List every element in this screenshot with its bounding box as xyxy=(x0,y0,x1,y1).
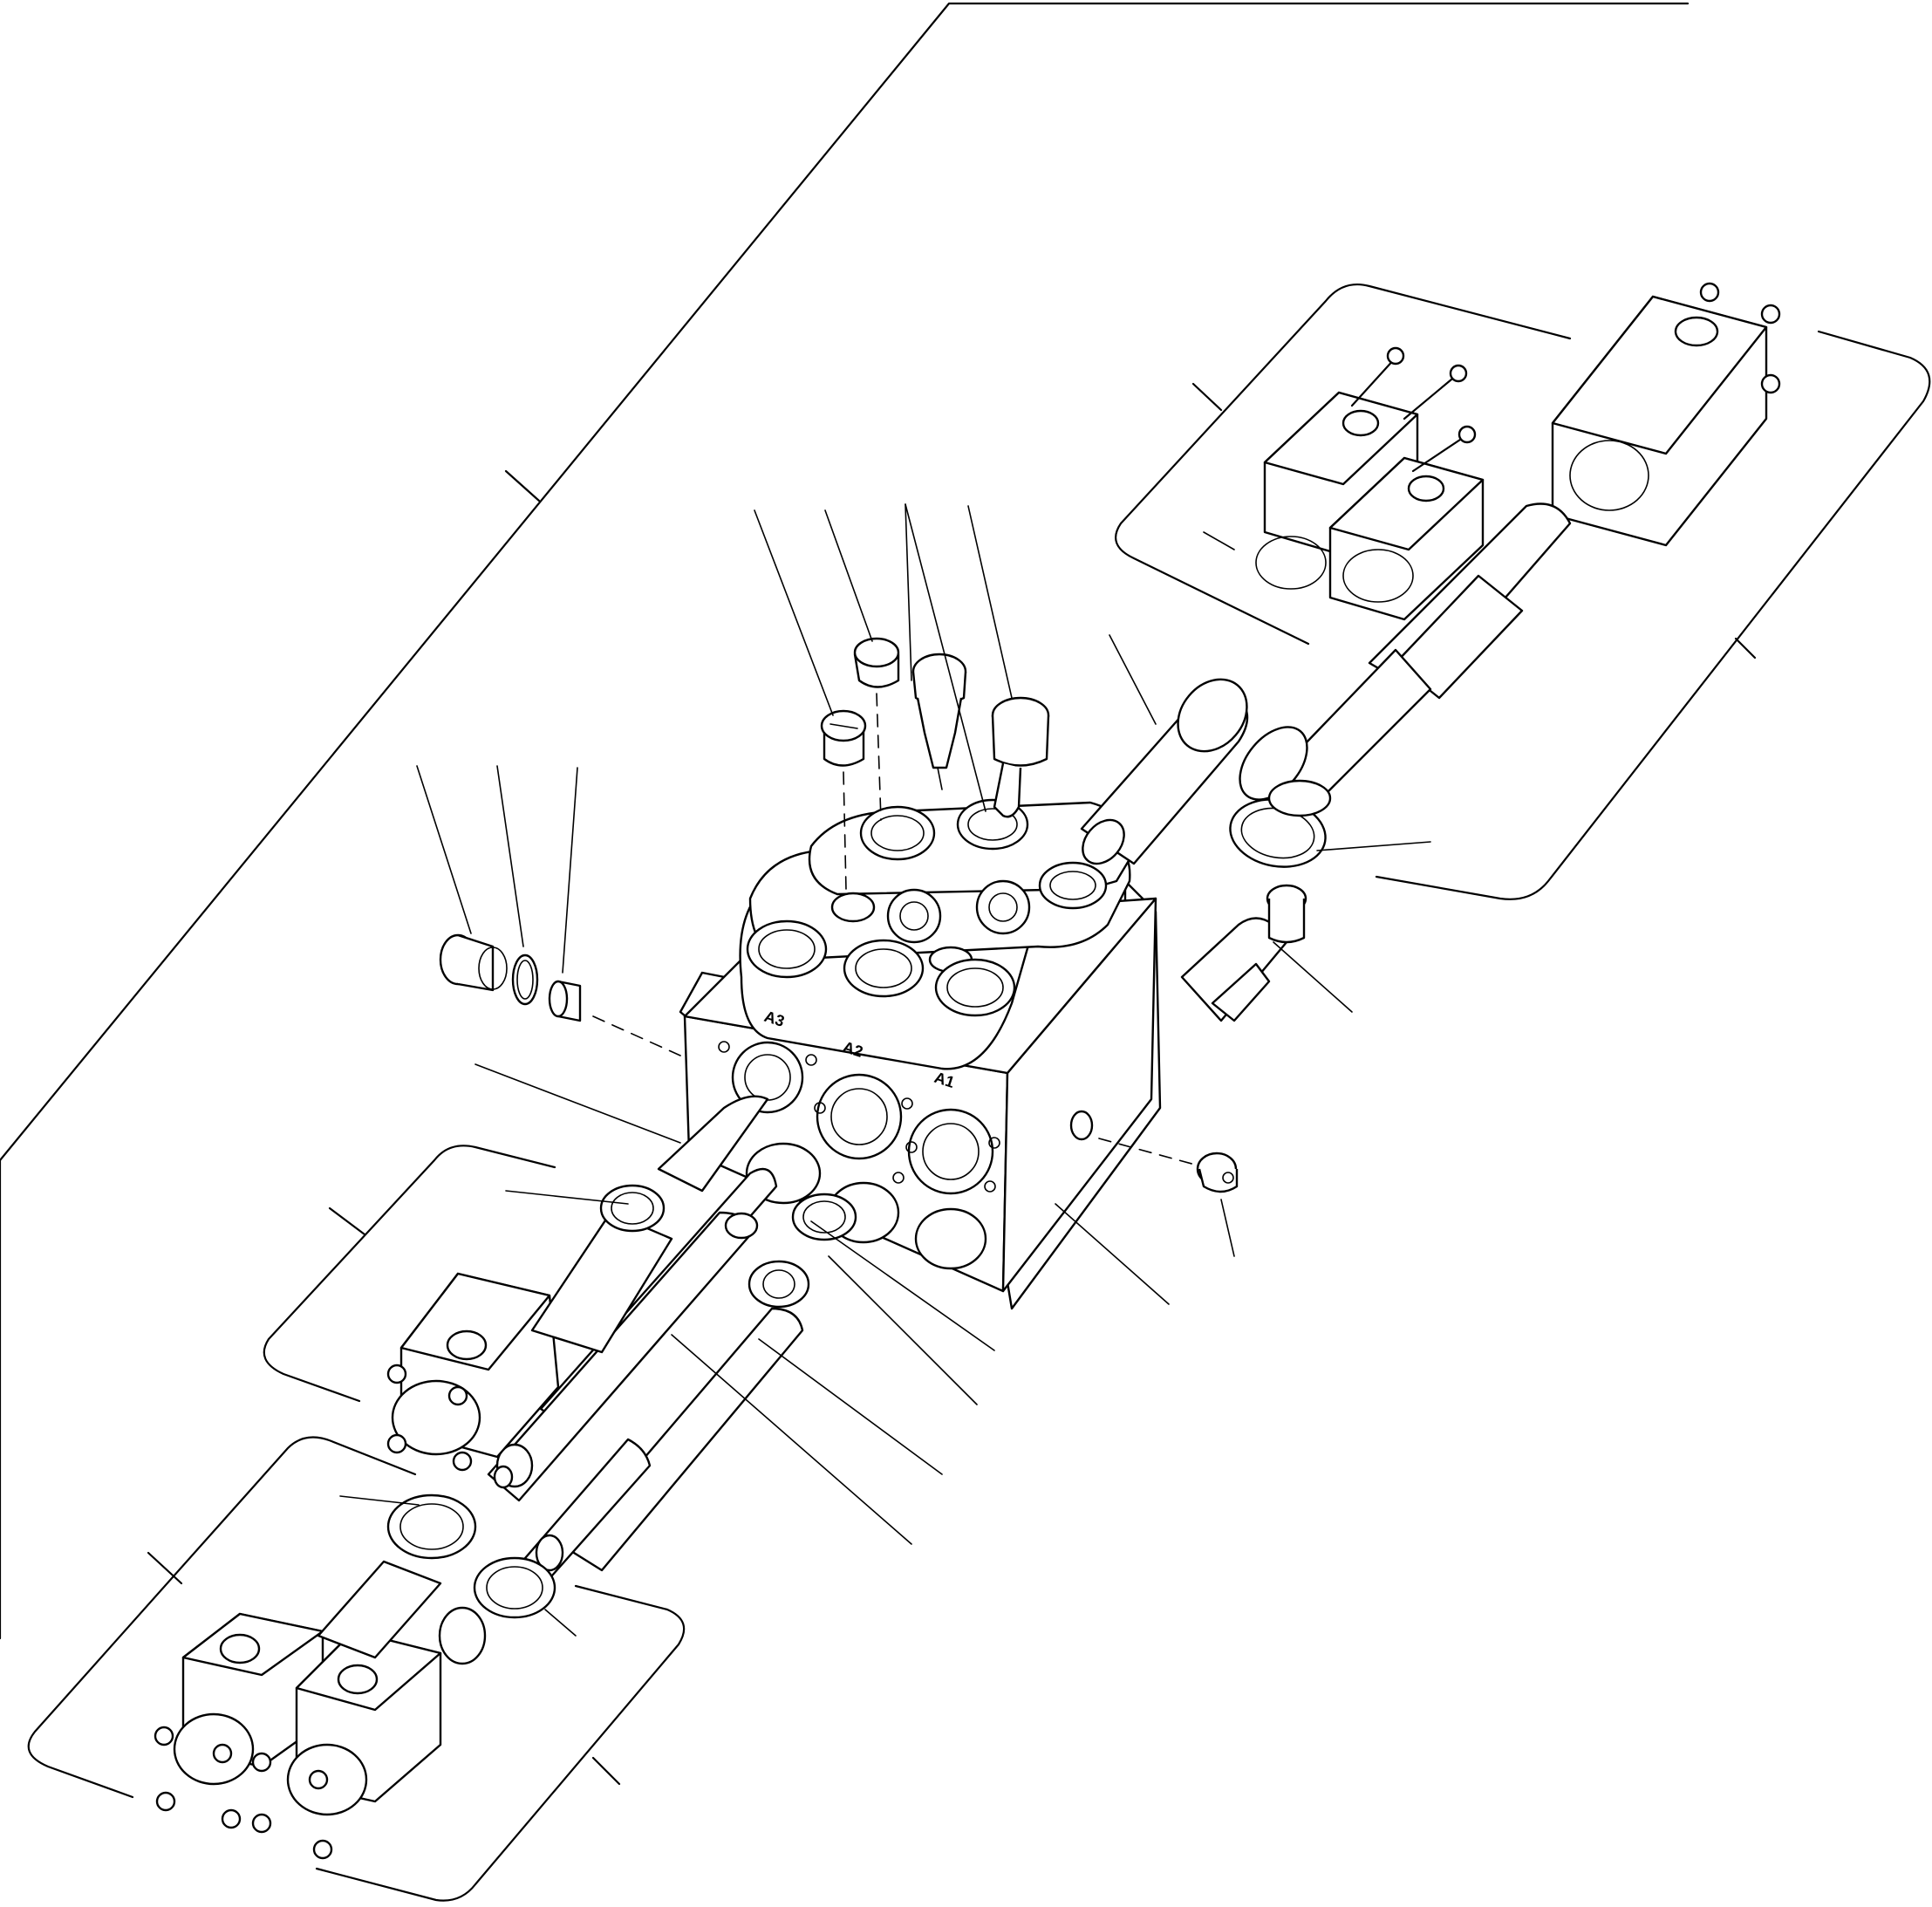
leader-lines-top xyxy=(754,503,1013,812)
left-middle-cap xyxy=(386,1184,673,1472)
left-plug-set xyxy=(416,765,681,1056)
right-spool xyxy=(1229,502,1572,868)
center-spools xyxy=(487,1095,857,1585)
top-valve-right xyxy=(991,696,1050,818)
side-plug xyxy=(1098,1138,1239,1257)
relief-cartridge xyxy=(911,653,967,790)
left-middle-group-bracket xyxy=(263,1145,556,1403)
lower-right-group-bracket xyxy=(315,1584,686,1902)
right-check-valve xyxy=(1180,884,1353,1022)
right-group-bracket xyxy=(1375,330,1931,900)
right-relief-valve xyxy=(1080,634,1249,865)
leader-lines xyxy=(339,531,1235,1637)
top-plug-middle xyxy=(853,637,900,821)
lower-left-caps xyxy=(154,1493,556,1860)
upper-right-group-bracket xyxy=(1115,283,1572,646)
top-plug-left xyxy=(820,709,867,891)
main-assembly-bracket xyxy=(0,2,1690,1640)
lower-left-group-bracket xyxy=(27,1436,417,1799)
upper-right-caps xyxy=(1255,282,1781,621)
valve-body: A3 A2 A1 xyxy=(679,798,1162,1310)
